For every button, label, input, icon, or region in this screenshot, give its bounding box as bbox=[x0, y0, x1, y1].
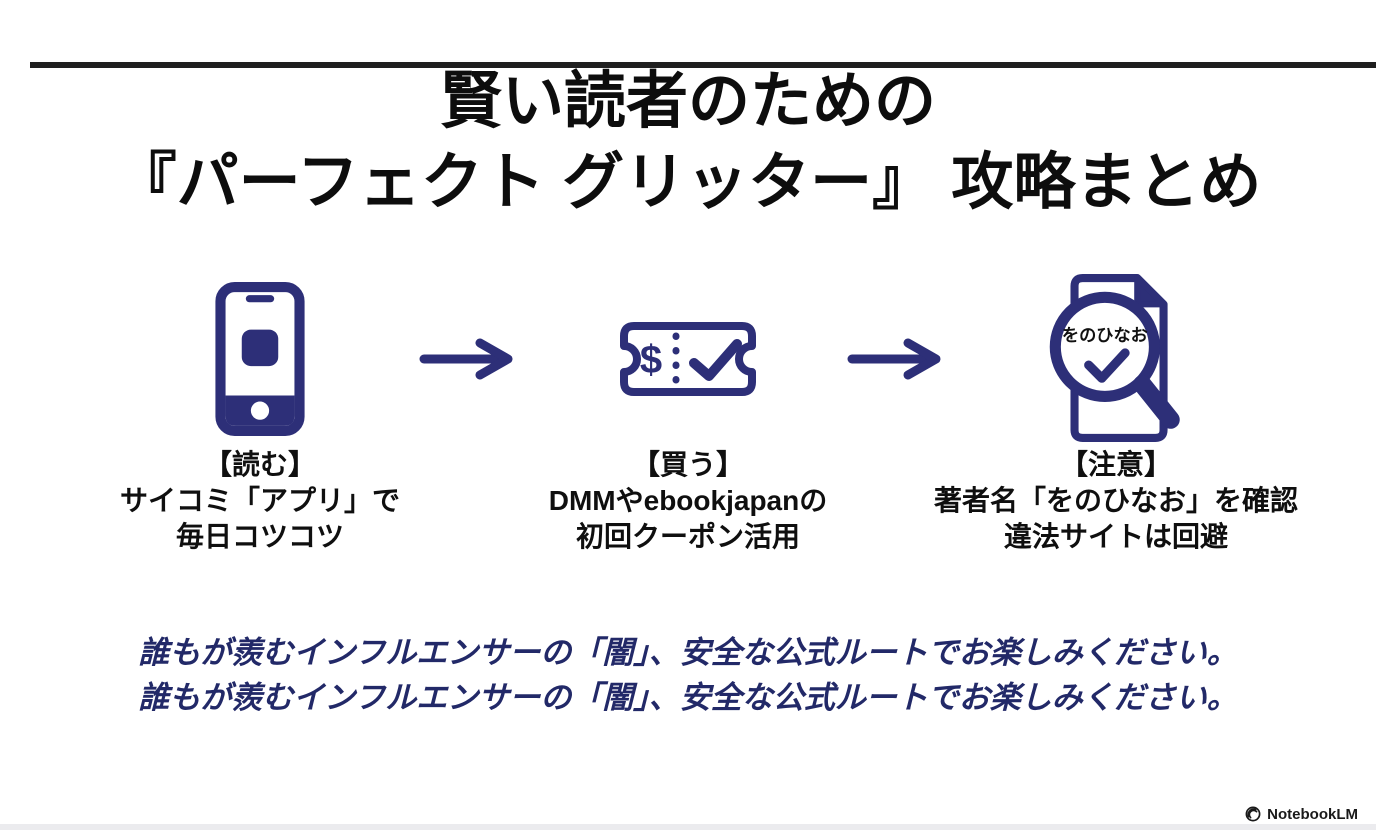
step-caution-caption: 【注意】 著者名「をのひなお」を確認 違法サイトは回避 bbox=[934, 447, 1298, 554]
smartphone-icon bbox=[215, 275, 305, 443]
step-read-caption: 【読む】 サイコミ「アプリ」で 毎日コツコツ bbox=[120, 447, 400, 554]
step-read-line2: 毎日コツコツ bbox=[175, 520, 344, 552]
arrow-icon bbox=[847, 275, 941, 443]
notebooklm-label: NotebookLM bbox=[1267, 805, 1358, 823]
step-caution-line1: 著者名「をのひなお」を確認 bbox=[934, 485, 1299, 517]
footer-message-line2: 誰もが羨むインフルエンサーの「闇」、安全な公式ルートでお楽しみください。 bbox=[138, 679, 1238, 715]
steps-flow: 【読む】 サイコミ「アプリ」で 毎日コツコツ $ 【買う】 DMMやebookj… bbox=[0, 274, 1376, 554]
arrow-icon bbox=[419, 275, 513, 443]
step-buy-line2: 初回クーポン活用 bbox=[575, 520, 800, 552]
magnifier-label: をのひなお bbox=[1062, 325, 1148, 345]
step-buy: $ 【買う】 DMMやebookjapanの 初回クーポン活用 bbox=[510, 275, 866, 554]
step-read: 【読む】 サイコミ「アプリ」で 毎日コツコツ bbox=[82, 275, 438, 554]
step-read-line1: サイコミ「アプリ」で bbox=[119, 485, 400, 517]
step-read-heading: 【読む】 bbox=[203, 449, 316, 481]
dollar-symbol: $ bbox=[640, 338, 662, 382]
step-buy-line1: DMMやebookjapanの bbox=[548, 485, 828, 517]
document-search-icon: をのひなお bbox=[1049, 274, 1180, 443]
footer-message-line1: 誰もが羨むインフルエンサーの「闇」、安全な公式ルートでお楽しみください。 bbox=[138, 634, 1238, 670]
notebooklm-branding: NotebookLM bbox=[1244, 805, 1358, 823]
page-title-line2: 『パーフェクト グリッター』 攻略まとめ bbox=[114, 147, 1262, 217]
step-caution: をのひなお 【注意】 著者名「をのひなお」を確認 違法サイトは回避 bbox=[934, 274, 1298, 554]
step-buy-heading: 【買う】 bbox=[631, 449, 744, 481]
page-title-line1: 賢い読者のための bbox=[439, 67, 936, 136]
footer-message: 誰もが羨むインフルエンサーの「闇」、安全な公式ルートでお楽しみください。 誰もが… bbox=[0, 631, 1376, 721]
page-title: 賢い読者のための 『パーフェクト グリッター』 攻略まとめ bbox=[0, 62, 1376, 223]
notebooklm-logo-icon bbox=[1244, 805, 1262, 823]
bottom-edge-bar bbox=[0, 824, 1376, 830]
top-edge-bar bbox=[30, 62, 1376, 68]
step-caution-line2: 違法サイトは回避 bbox=[1004, 520, 1229, 552]
step-caution-heading: 【注意】 bbox=[1060, 449, 1173, 481]
step-buy-caption: 【買う】 DMMやebookjapanの 初回クーポン活用 bbox=[549, 447, 827, 554]
coupon-ticket-icon: $ bbox=[618, 275, 758, 443]
